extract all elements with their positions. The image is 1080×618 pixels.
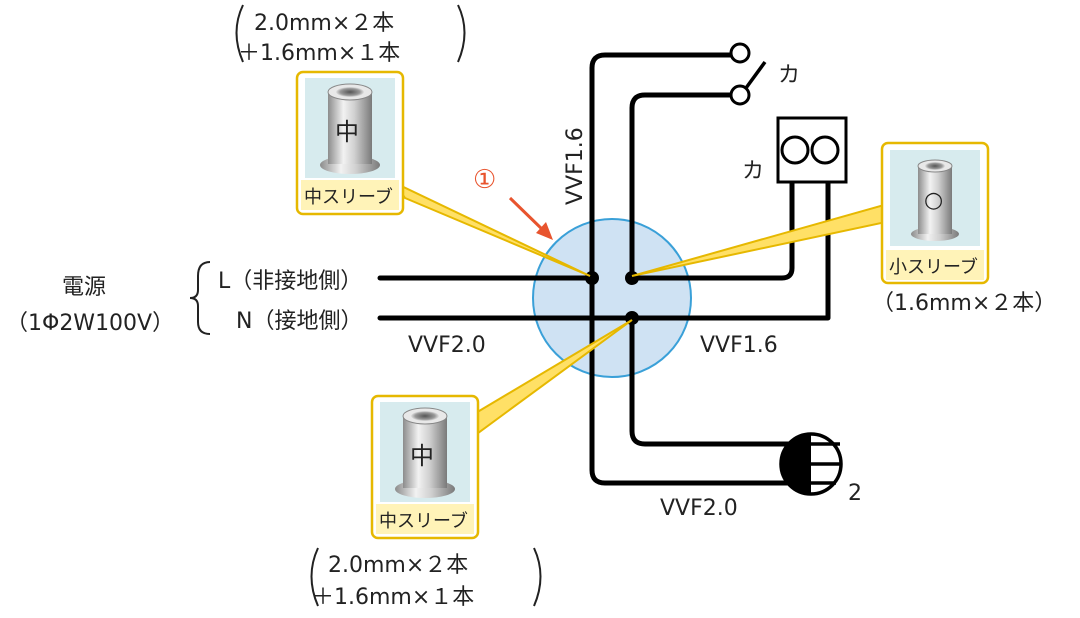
source-brace: [189, 261, 211, 335]
junction-dot-l: [585, 271, 599, 285]
sleeve-card-right: ○ 小スリーブ: [880, 141, 990, 285]
sleeve-card-top-left: 中 中スリーブ: [295, 70, 405, 216]
outlet-label: カ: [742, 159, 764, 184]
callout-arrow: [508, 196, 553, 240]
junction-box: [532, 218, 692, 378]
sleeve-image-top-left: [320, 83, 380, 174]
paren-right-top-left: [457, 4, 466, 63]
junction-dot-switch: [625, 271, 639, 285]
callout-number: ①: [473, 165, 496, 195]
wire-l-to-lamp: [589, 275, 811, 486]
sleeve-image-right: [911, 159, 959, 241]
sleeve-card-bottom-left: 中 中スリーブ: [370, 394, 480, 540]
line-n-label: N（接地側）: [236, 309, 362, 334]
sleeve-name-bottom-left: 中スリーブ: [379, 510, 468, 532]
paren-right-bottom-left: [533, 547, 542, 607]
sleeve-spec2-bottom-left: ＋1.6mm×１本: [312, 585, 474, 610]
switch-symbol: [729, 42, 767, 106]
wire-to-outlet: [629, 179, 795, 281]
switch-label: カ: [778, 63, 800, 88]
lamp-symbol: [779, 432, 843, 496]
sleeve-image-bottom-left: [395, 407, 455, 498]
sleeve-name-right: 小スリーブ: [889, 256, 978, 278]
sleeve-spec2-top-left: ＋1.6mm×１本: [238, 41, 400, 66]
wire-l-to-switch: [589, 52, 736, 281]
paren-left-top-left: [235, 4, 244, 63]
cable-label-left: VVF2.0: [408, 333, 486, 358]
wire-n-to-lamp: [629, 315, 811, 447]
source-spec: （1Φ2W100V）: [6, 311, 174, 336]
sleeve-spec1-top-left: 2.0mm×２本: [254, 11, 394, 36]
line-l-label: L（非接地側）: [218, 269, 362, 294]
wire-return-to-switch: [629, 92, 736, 281]
outlet-symbol: [776, 116, 848, 184]
leader-top-left: [392, 180, 591, 277]
sleeve-mark-top-left: 中: [335, 118, 359, 146]
leader-right: [631, 203, 888, 277]
cable-label-top-vertical: VVF1.6: [563, 127, 588, 205]
cable-label-bottom: VVF2.0: [660, 496, 738, 521]
cable-label-right: VVF1.6: [700, 333, 778, 358]
paren-left-bottom-left: [310, 547, 319, 607]
sleeve-mark-bottom-left: 中: [410, 442, 434, 470]
source-title: 電源: [62, 275, 106, 300]
sleeve-spec-right: （1.6mm×２本）: [872, 291, 1056, 316]
lamp-label: 2: [848, 481, 862, 506]
sleeve-mark-right: ○: [924, 188, 943, 213]
sleeve-spec1-bottom-left: 2.0mm×２本: [328, 553, 468, 578]
sleeve-name-top-left: 中スリーブ: [304, 186, 393, 208]
